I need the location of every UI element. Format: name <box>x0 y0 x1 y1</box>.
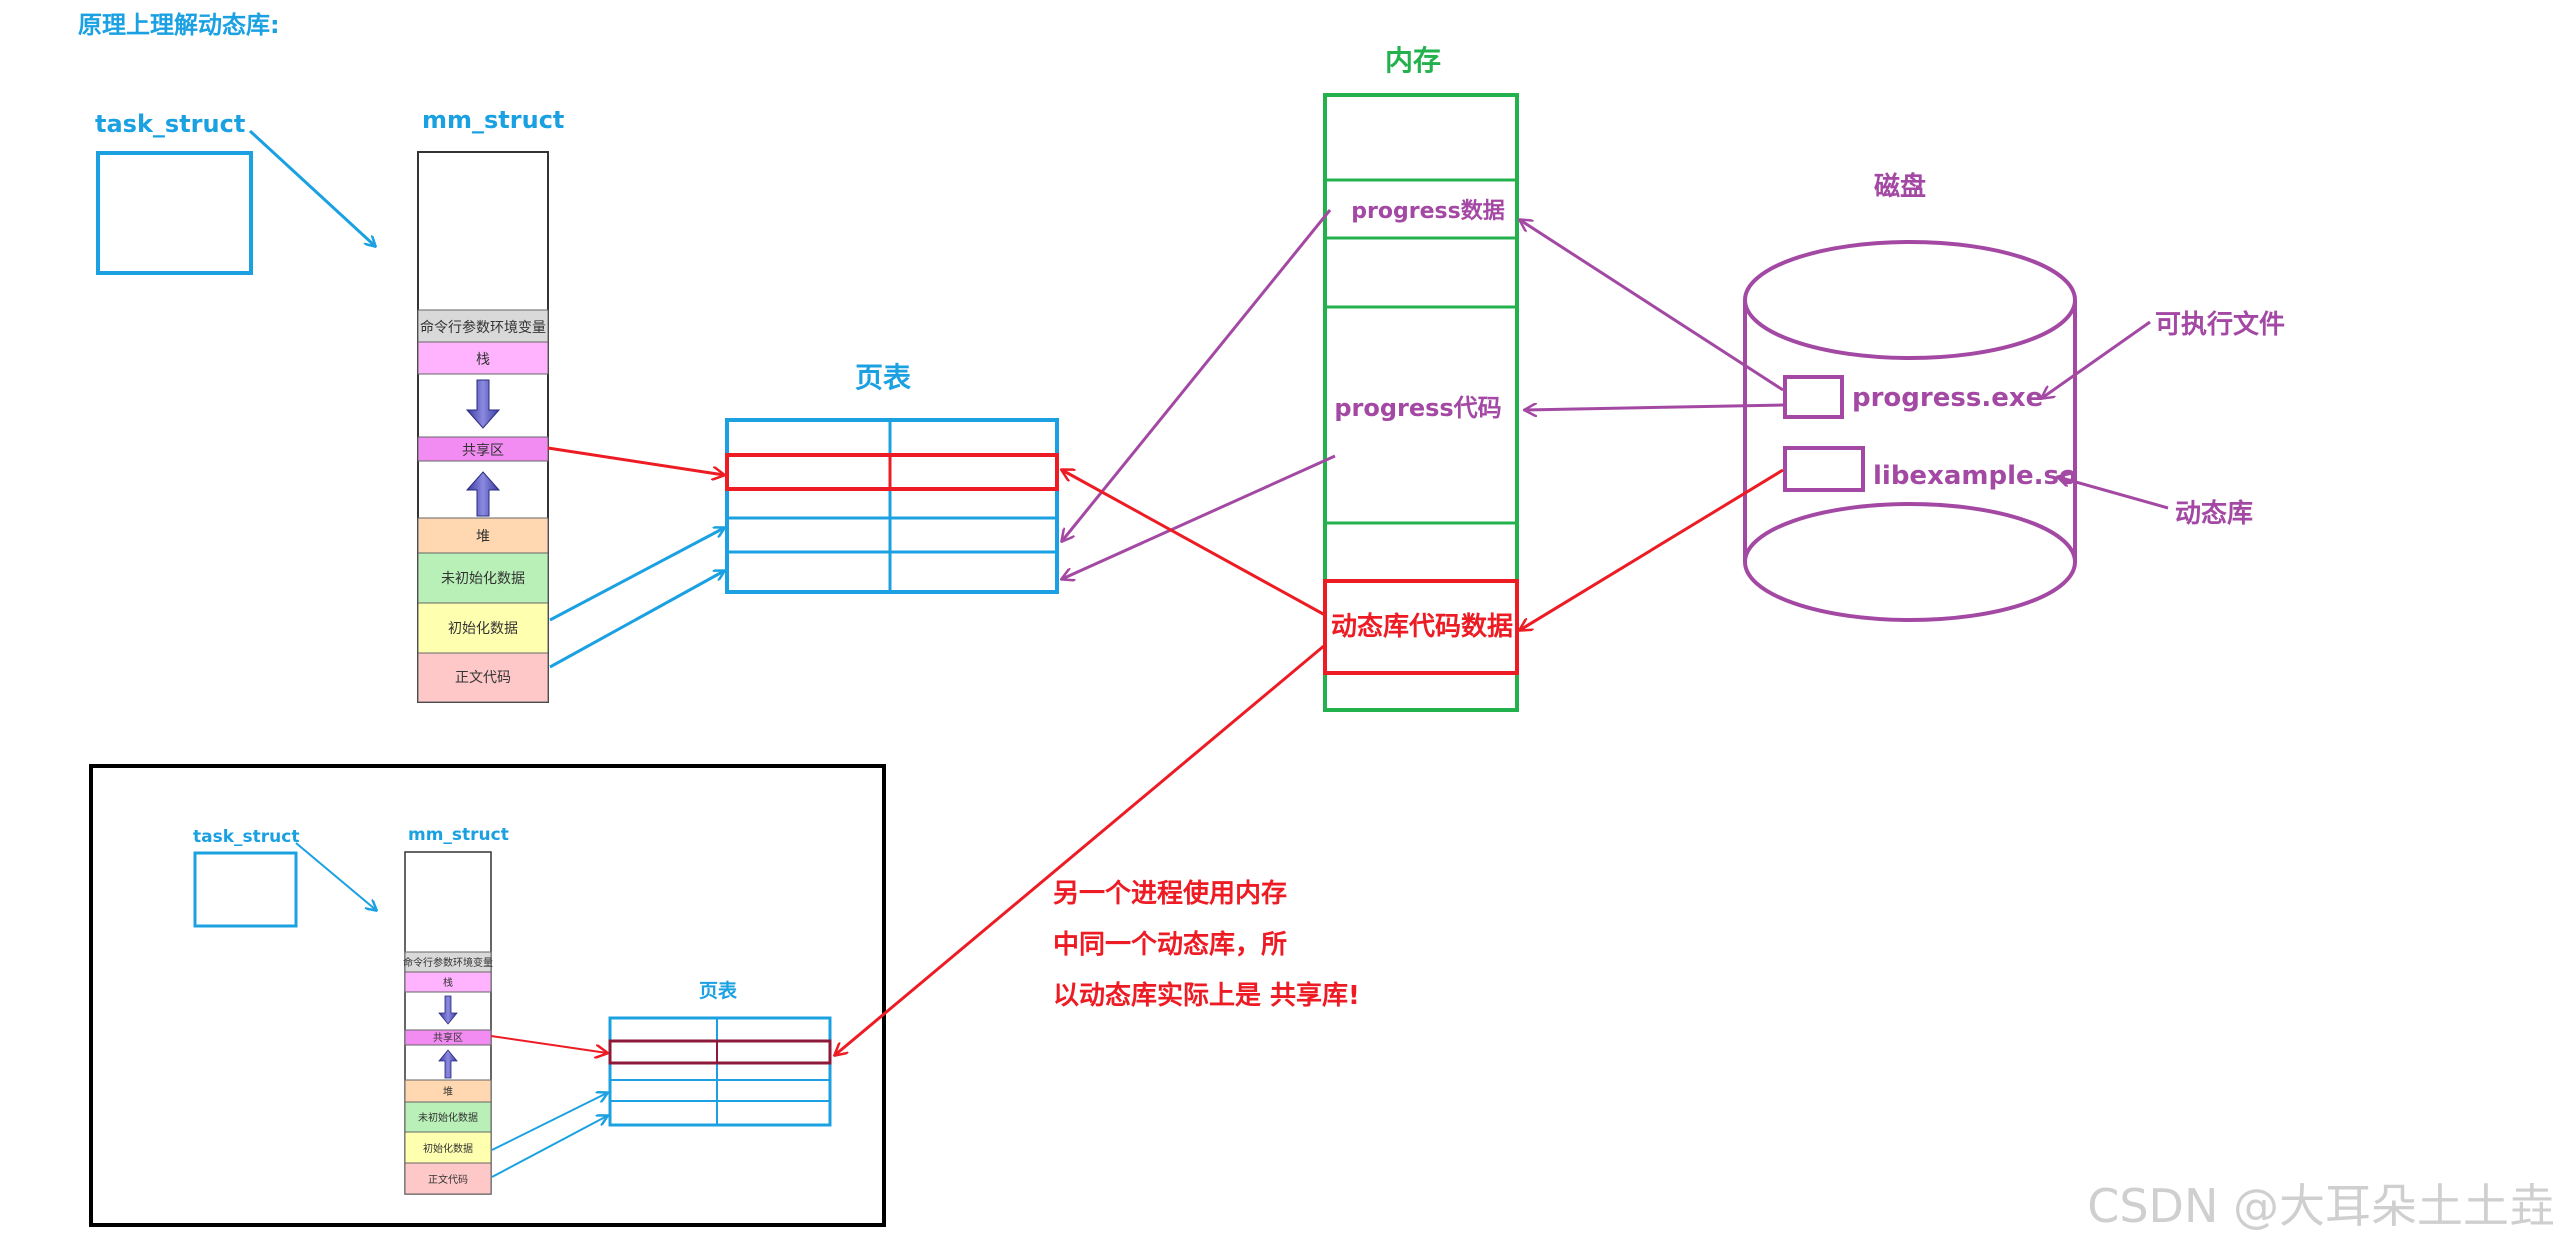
segment-cmdline-label: 命令行参数环境变量 <box>420 319 546 336</box>
so-note-arrow <box>2058 477 2169 510</box>
segment-shared-label: 共享区 <box>462 442 504 459</box>
second-page-table <box>608 1016 832 1127</box>
second-segment-cmdline-label: 命令行参数环境变量 <box>403 956 493 969</box>
second-segment-shared-label: 共享区 <box>433 1031 463 1044</box>
data-to-pagetable-arrow <box>549 528 724 622</box>
segment-bss <box>417 552 549 604</box>
second-stack-grow-arrow <box>438 995 458 1025</box>
exe-note: 可执行文件 <box>2155 309 2285 340</box>
shared-to-pagetable-arrow <box>547 446 724 475</box>
segment-text <box>417 652 549 703</box>
memory-title: 内存 <box>1385 44 1441 77</box>
exe-note-arrow <box>2042 320 2151 398</box>
lib-memory-to-pagetable-arrow <box>1062 470 1326 617</box>
segment-data-label: 初始化数据 <box>448 620 518 637</box>
disk-exe-file: progress.exe <box>1852 383 2043 413</box>
second-process-frame <box>89 764 886 1227</box>
disk-so-file: libexample.so <box>1873 461 2077 491</box>
memory-lib-code-data: 动态库代码数据 <box>1331 611 1513 642</box>
memory-progress-data: progress数据 <box>1351 198 1504 224</box>
so-to-memory-arrow <box>1520 468 1784 630</box>
second-segment-data-label: 初始化数据 <box>423 1142 473 1155</box>
second-segment-text-label: 正文代码 <box>428 1173 468 1186</box>
second-page-table-shared-row <box>608 1039 832 1065</box>
text-to-pagetable-arrow <box>549 571 724 669</box>
second-task-struct-label: task_struct <box>193 827 299 847</box>
task-struct-label: task_struct <box>95 110 245 138</box>
second-segment-stack-label: 栈 <box>443 976 453 989</box>
mm-struct-label: mm_struct <box>422 106 564 134</box>
note-line-1: 另一个进程使用内存 <box>1053 879 1287 909</box>
second-segment-bss-label: 未初始化数据 <box>418 1111 478 1124</box>
disk-so-file-icon <box>1783 446 1865 492</box>
page-table-shared-row <box>725 453 1059 491</box>
address-space-column: 命令行参数环境变量 栈 共享区 堆 未初始化数据 初始化数据 正文代码 <box>417 151 549 703</box>
disk-exe-file-icon <box>1783 375 1844 419</box>
second-task-struct-box <box>193 851 298 928</box>
so-note: 动态库 <box>2175 498 2253 529</box>
second-data-to-pagetable-arrow <box>491 1093 607 1151</box>
second-segment-text <box>404 1162 492 1195</box>
segment-heap-label: 堆 <box>476 529 490 545</box>
segment-stack <box>417 341 549 375</box>
segment-cmdline <box>417 309 549 343</box>
second-mm-struct-label: mm_struct <box>408 825 509 845</box>
exe-to-progress-data-arrow <box>1520 220 1784 392</box>
page-title: 原理上理解动态库: <box>78 11 280 39</box>
lib-memory-to-second-pagetable-arrow <box>835 643 1326 1055</box>
disk-title: 磁盘 <box>1874 171 1926 202</box>
second-text-to-pagetable-arrow <box>491 1116 607 1178</box>
second-segment-stack <box>404 971 492 993</box>
second-segment-heap-label: 堆 <box>443 1086 453 1098</box>
task-to-mm-arrow <box>248 129 375 246</box>
note-line-3: 以动态库实际上是 共享库! <box>1053 980 1360 1011</box>
segment-stack-label: 栈 <box>476 352 490 368</box>
watermark: CSDN @大耳朵土土垚 <box>2087 1179 2555 1233</box>
segment-text-label: 正文代码 <box>455 670 511 686</box>
second-address-space-column: 命令行参数环境变量 栈 共享区 堆 未初始化数据 初始化数据 正文代码 <box>403 851 493 1195</box>
exe-to-progress-code-arrow <box>1525 405 1784 410</box>
memory-progress-code: progress代码 <box>1334 394 1501 422</box>
page-table <box>725 418 1059 594</box>
heap-grow-arrow <box>465 471 501 517</box>
second-task-to-mm-arrow <box>295 842 376 910</box>
second-page-table-label: 页表 <box>699 979 738 1002</box>
stack-grow-arrow <box>465 379 501 429</box>
second-heap-grow-arrow <box>438 1049 458 1079</box>
disk-cylinder <box>1743 240 2077 622</box>
second-shared-to-pagetable-arrow <box>490 1035 607 1053</box>
progress-code-to-pagetable-arrow <box>1062 454 1336 579</box>
note-line-2: 中同一个动态库，所 <box>1053 929 1287 960</box>
task-struct-box <box>96 151 253 275</box>
segment-bss-label: 未初始化数据 <box>441 570 525 587</box>
page-table-label: 页表 <box>855 361 911 394</box>
second-segment-shared <box>404 1029 492 1046</box>
progress-data-to-pagetable-arrow <box>1062 209 1332 541</box>
